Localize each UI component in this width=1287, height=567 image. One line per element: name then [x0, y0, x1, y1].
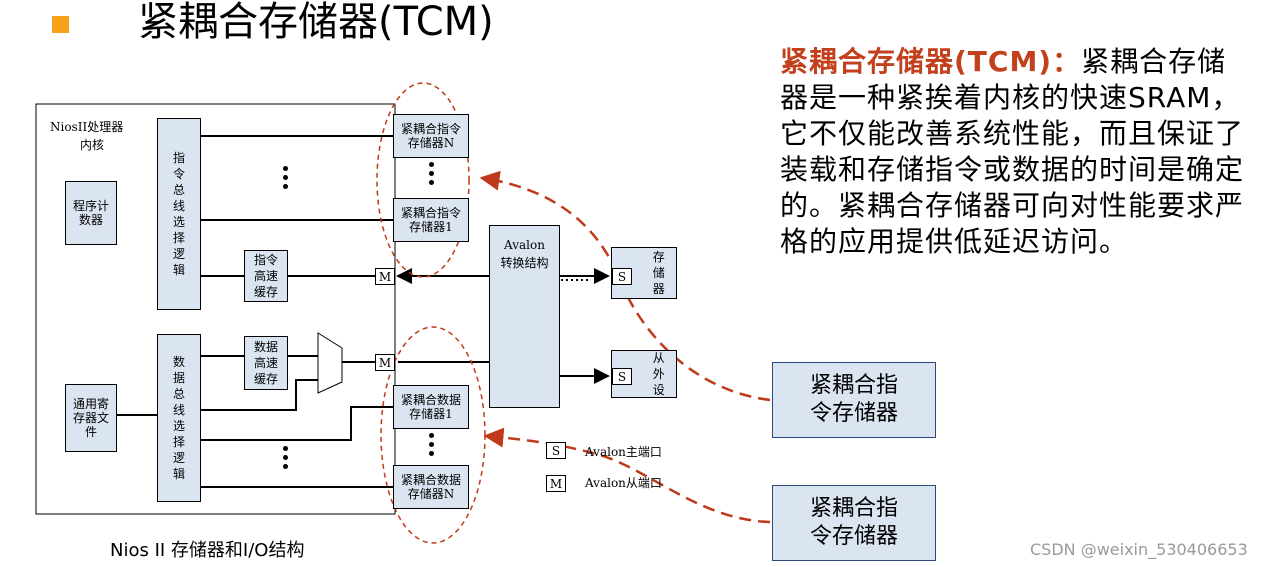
core-label-2: 内核 — [80, 138, 105, 152]
data-ellipsis-dots — [283, 446, 289, 473]
data-mux — [317, 332, 343, 394]
core-label-1: NiosII处理器 — [50, 120, 124, 134]
data-line-a — [201, 379, 318, 411]
lower-callout-arrow — [483, 427, 771, 524]
watermark: CSDN @weixin_530406653 — [1030, 540, 1248, 559]
data-cache-box: 数据高速缓存 — [244, 336, 288, 390]
description: 紧耦合存储器(TCM)：紧耦合存储器是一种紧挨着内核的快速SRAM，它不仅能改善… — [780, 44, 1250, 260]
data-bus-logic-box: 数据总线选择逻辑 — [157, 334, 201, 502]
inst-tcm-ellipse — [376, 82, 470, 278]
upper-callout: 紧耦合指令存储器 — [772, 362, 936, 438]
description-body: 紧耦合存储器是一种紧挨着内核的快速SRAM，它不仅能改善系统性能，而且保证了装载… — [780, 45, 1245, 258]
inst-bus-logic-box: 指令总线选择逻辑 — [157, 118, 201, 310]
tcm-data-1-box: 紧耦合数据存储器1 — [393, 385, 469, 429]
memory-slave-port: S — [612, 268, 632, 285]
legend-m-symbol: M — [546, 475, 566, 492]
processor-core-boundary — [35, 103, 396, 515]
inst-master-port: M — [375, 268, 395, 285]
figure-caption: Nios II 存储器和I/O结构 — [110, 540, 305, 561]
tcm-data-n-box: 紧耦合数据存储器N — [393, 465, 469, 509]
legend-s-symbol: S — [546, 442, 566, 459]
tcm-data-dots — [429, 433, 435, 460]
legend-m-text: Avalon从端口 — [585, 476, 662, 490]
description-term: 紧耦合存储器(TCM)： — [780, 45, 1082, 78]
gp-registers-box: 通用寄存器文件 — [65, 384, 117, 452]
tcm-inst-1-box: 紧耦合指令存储器1 — [393, 198, 469, 242]
title-bullet — [52, 16, 69, 33]
peripheral-slave-port: S — [612, 368, 632, 385]
tcm-inst-n-box: 紧耦合指令存储器N — [393, 114, 469, 158]
legend-s-text: Avalon主端口 — [585, 445, 662, 459]
data-master-port: M — [375, 354, 395, 371]
page-title: 紧耦合存储器(TCM) — [138, 0, 494, 45]
inst-ellipsis-dots — [283, 166, 289, 193]
program-counter-box: 程序计数器 — [65, 181, 117, 245]
inst-cache-box: 指令高速缓存 — [244, 250, 288, 302]
tcm-inst-dots — [429, 162, 435, 189]
avalon-fabric-box: Avalon转换结构 — [489, 225, 560, 408]
lower-callout: 紧耦合指令存储器 — [772, 485, 936, 561]
data-line-b — [201, 406, 393, 441]
